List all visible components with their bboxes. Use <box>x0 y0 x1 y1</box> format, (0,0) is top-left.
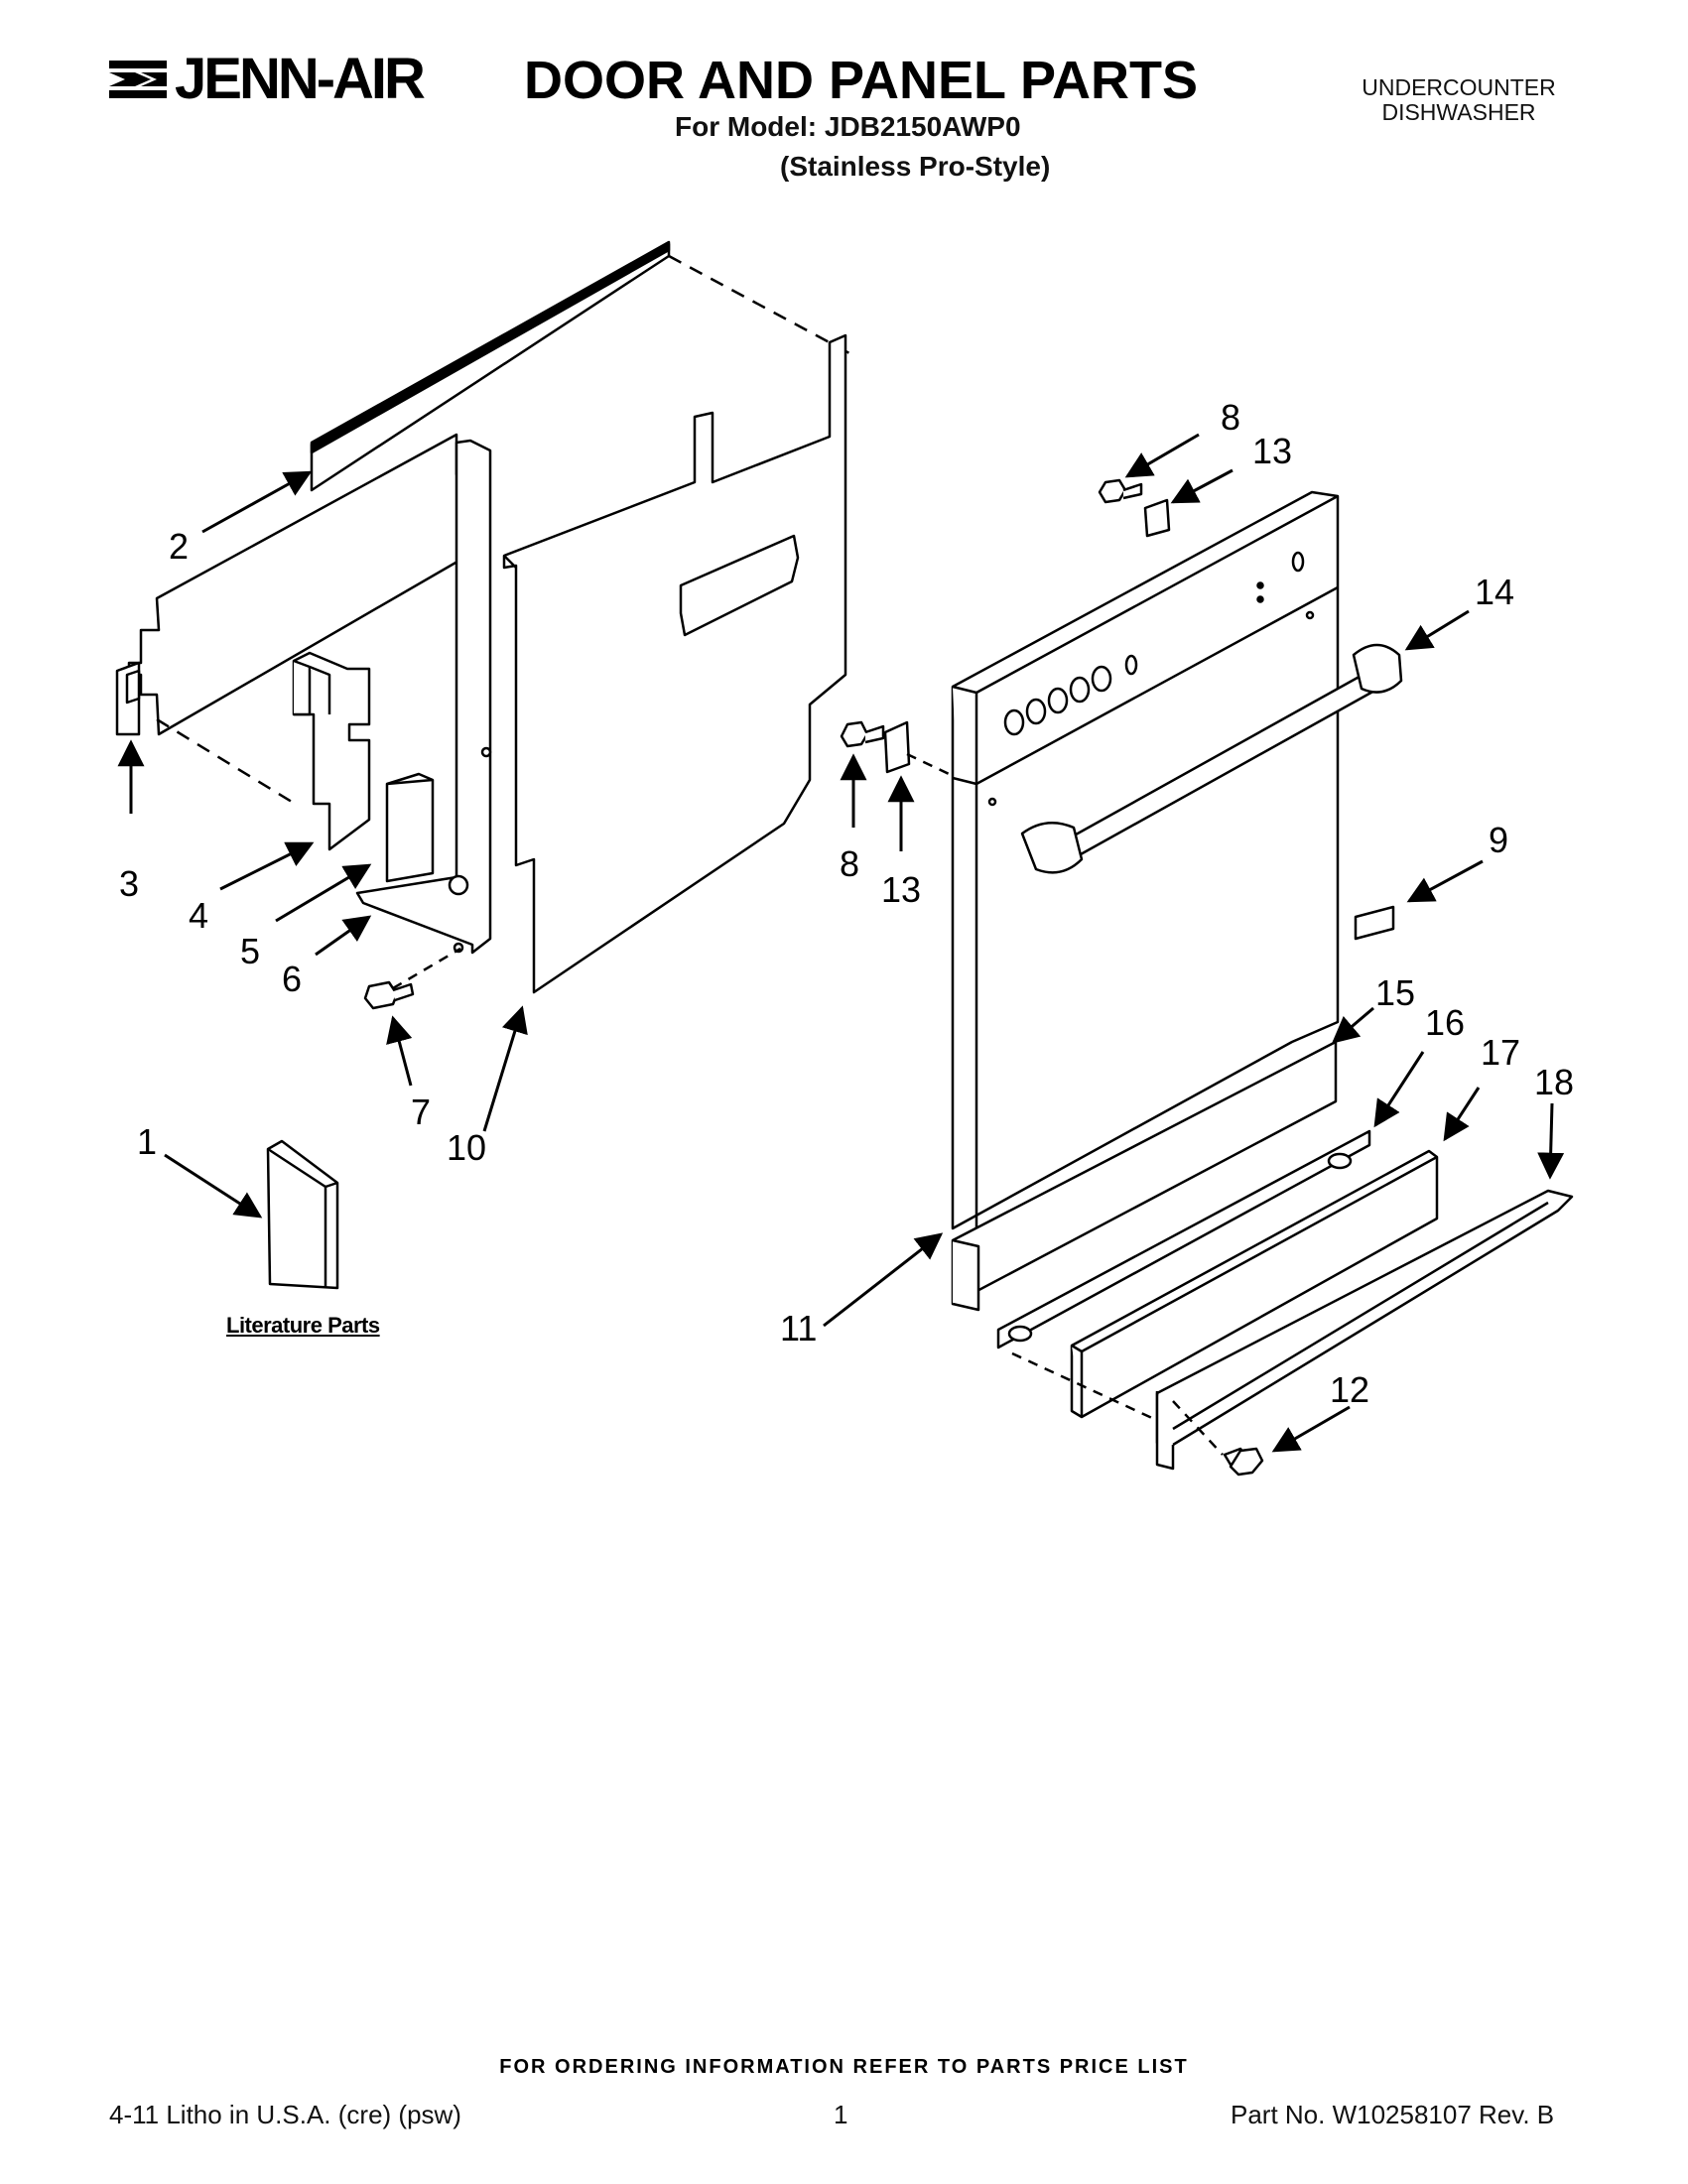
part-5-pad <box>385 772 435 883</box>
category-line-1: UNDERCOUNTER <box>1362 74 1556 100</box>
part-15-toe-panel <box>951 1040 1338 1312</box>
callout-13-lower: 13 <box>881 869 922 910</box>
callout-14: 14 <box>1475 572 1515 612</box>
part-12-screw <box>1223 1447 1264 1477</box>
part-18-kickplate <box>1155 1189 1574 1471</box>
jenn-air-logo-icon <box>109 60 167 98</box>
callout-11: 11 <box>780 1308 818 1349</box>
part-10-inner-panel <box>502 333 847 994</box>
part-1-literature <box>266 1139 339 1290</box>
part-8-screw-upper <box>1098 478 1143 504</box>
page-number: 1 <box>834 2100 848 2129</box>
callout-17: 17 <box>1481 1032 1521 1073</box>
category-line-2: DISHWASHER <box>1381 99 1536 125</box>
part-7-screw <box>363 980 415 1010</box>
part-11-outer-door <box>951 490 1340 1230</box>
callout-9: 9 <box>1489 820 1509 860</box>
callout-2: 2 <box>169 526 190 567</box>
callout-8-lower: 8 <box>840 843 860 884</box>
callout-8-upper: 8 <box>1221 397 1241 438</box>
callout-16: 16 <box>1425 1002 1466 1043</box>
part-number: Part No. W10258107 Rev. B <box>1231 2100 1555 2129</box>
callout-10: 10 <box>447 1127 487 1168</box>
leader-arrows <box>117 433 1565 1453</box>
literature-parts-label: Literature Parts <box>226 1313 380 1338</box>
part-14-handle <box>1020 643 1403 874</box>
part-13-clip-upper <box>1143 498 1171 538</box>
callout-4: 4 <box>189 895 209 936</box>
callout-6: 6 <box>282 959 303 999</box>
style-line: (Stainless Pro-Style) <box>780 151 1051 182</box>
part-17-rail <box>1070 1149 1439 1419</box>
callout-1: 1 <box>137 1121 158 1162</box>
callout-13-upper: 13 <box>1252 431 1293 471</box>
callout-7: 7 <box>411 1092 432 1132</box>
part-16-strip <box>996 1129 1371 1349</box>
ordering-info: FOR ORDERING INFORMATION REFER TO PARTS … <box>499 2056 1189 2078</box>
part-8-screw-lower <box>840 720 885 748</box>
callout-12: 12 <box>1330 1369 1370 1410</box>
callout-5: 5 <box>240 931 261 971</box>
callout-18: 18 <box>1534 1062 1575 1102</box>
brand-logo: JENN-AIR <box>107 46 426 112</box>
model-line: For Model: JDB2150AWP0 <box>675 111 1021 142</box>
part-13-clip-lower <box>883 720 911 774</box>
page-title: DOOR AND PANEL PARTS <box>524 51 1199 110</box>
part-4-bracket <box>292 651 371 851</box>
callout-15: 15 <box>1375 972 1416 1013</box>
part-6-hinge-bracket <box>355 439 492 955</box>
callout-3: 3 <box>119 863 140 904</box>
brand-name: JENN-AIR <box>175 47 426 111</box>
litho-info: 4-11 Litho in U.S.A. (cre) (psw) <box>109 2100 461 2129</box>
product-category: UNDERCOUNTER DISHWASHER <box>1320 75 1598 125</box>
part-9-label <box>1354 905 1395 941</box>
